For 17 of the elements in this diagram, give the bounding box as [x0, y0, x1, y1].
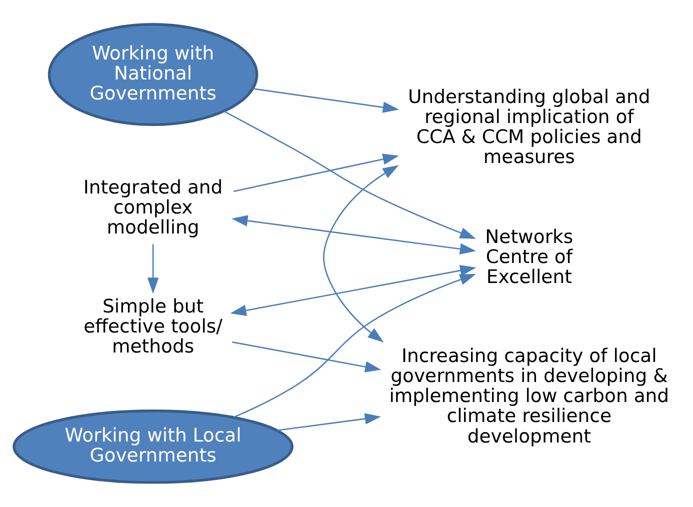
- arrow: [323, 165, 399, 342]
- arrow: [147, 244, 159, 294]
- arrow: [252, 88, 399, 113]
- arrow: [233, 154, 399, 192]
- node-text: Increasing capacity of local governments in developing & implementing low carbon and climate resilience development: [389, 346, 670, 448]
- arrow: [230, 264, 476, 316]
- arrow: [277, 413, 381, 432]
- node-text: Simple but effective tools/ methods: [84, 296, 223, 358]
- arrow: [232, 215, 476, 255]
- node-text: Integrated and complex modelling: [83, 177, 223, 238]
- node-ellipse: Working with Local Governments: [12, 410, 294, 484]
- arrow: [234, 274, 476, 418]
- arrow: [224, 110, 476, 239]
- node-ellipse: Working with National Governments: [48, 23, 258, 126]
- node-text: Understanding global and regional implication of CCA & CCM policies and measures: [408, 86, 650, 168]
- node-text: Networks Centre of Excellent: [485, 226, 574, 288]
- arrow: [232, 341, 382, 372]
